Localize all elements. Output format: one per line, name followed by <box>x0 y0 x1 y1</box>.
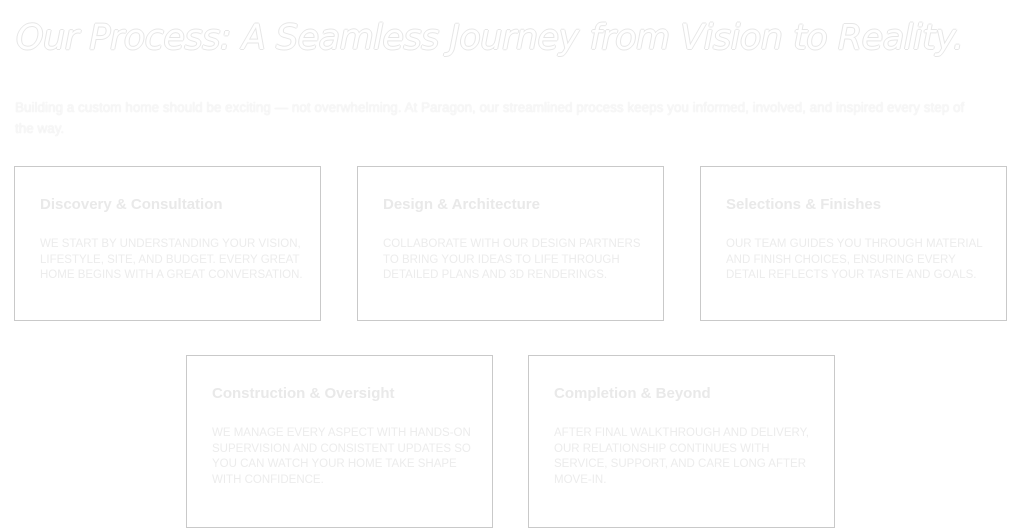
step-title: Completion & Beyond <box>554 385 711 402</box>
step-description: We start by understanding your vision, l… <box>40 238 303 281</box>
step-title: Construction & Oversight <box>212 385 395 402</box>
process-step-card: Design & Architecture Collaborate with o… <box>357 166 664 321</box>
process-step-card: Construction & Oversight We manage every… <box>186 355 493 528</box>
page-title: Our Process: A Seamless Journey from Vis… <box>16 18 964 58</box>
intro-text: Building a custom home should be excitin… <box>15 100 965 136</box>
step-title: Discovery & Consultation <box>40 196 223 213</box>
process-step-card: Selections & Finishes Our team guides yo… <box>700 166 1007 321</box>
process-step-card: Completion & Beyond After final walkthro… <box>528 355 835 528</box>
step-title: Design & Architecture <box>383 196 540 213</box>
step-description: Our team guides you through material and… <box>726 238 983 281</box>
step-description: We manage every aspect with hands-on sup… <box>212 427 471 486</box>
process-step-card: Discovery & Consultation We start by und… <box>14 166 321 321</box>
step-description: Collaborate with our design partners to … <box>383 238 641 281</box>
step-title: Selections & Finishes <box>726 196 882 213</box>
step-description: After final walkthrough and delivery, ou… <box>554 427 809 486</box>
